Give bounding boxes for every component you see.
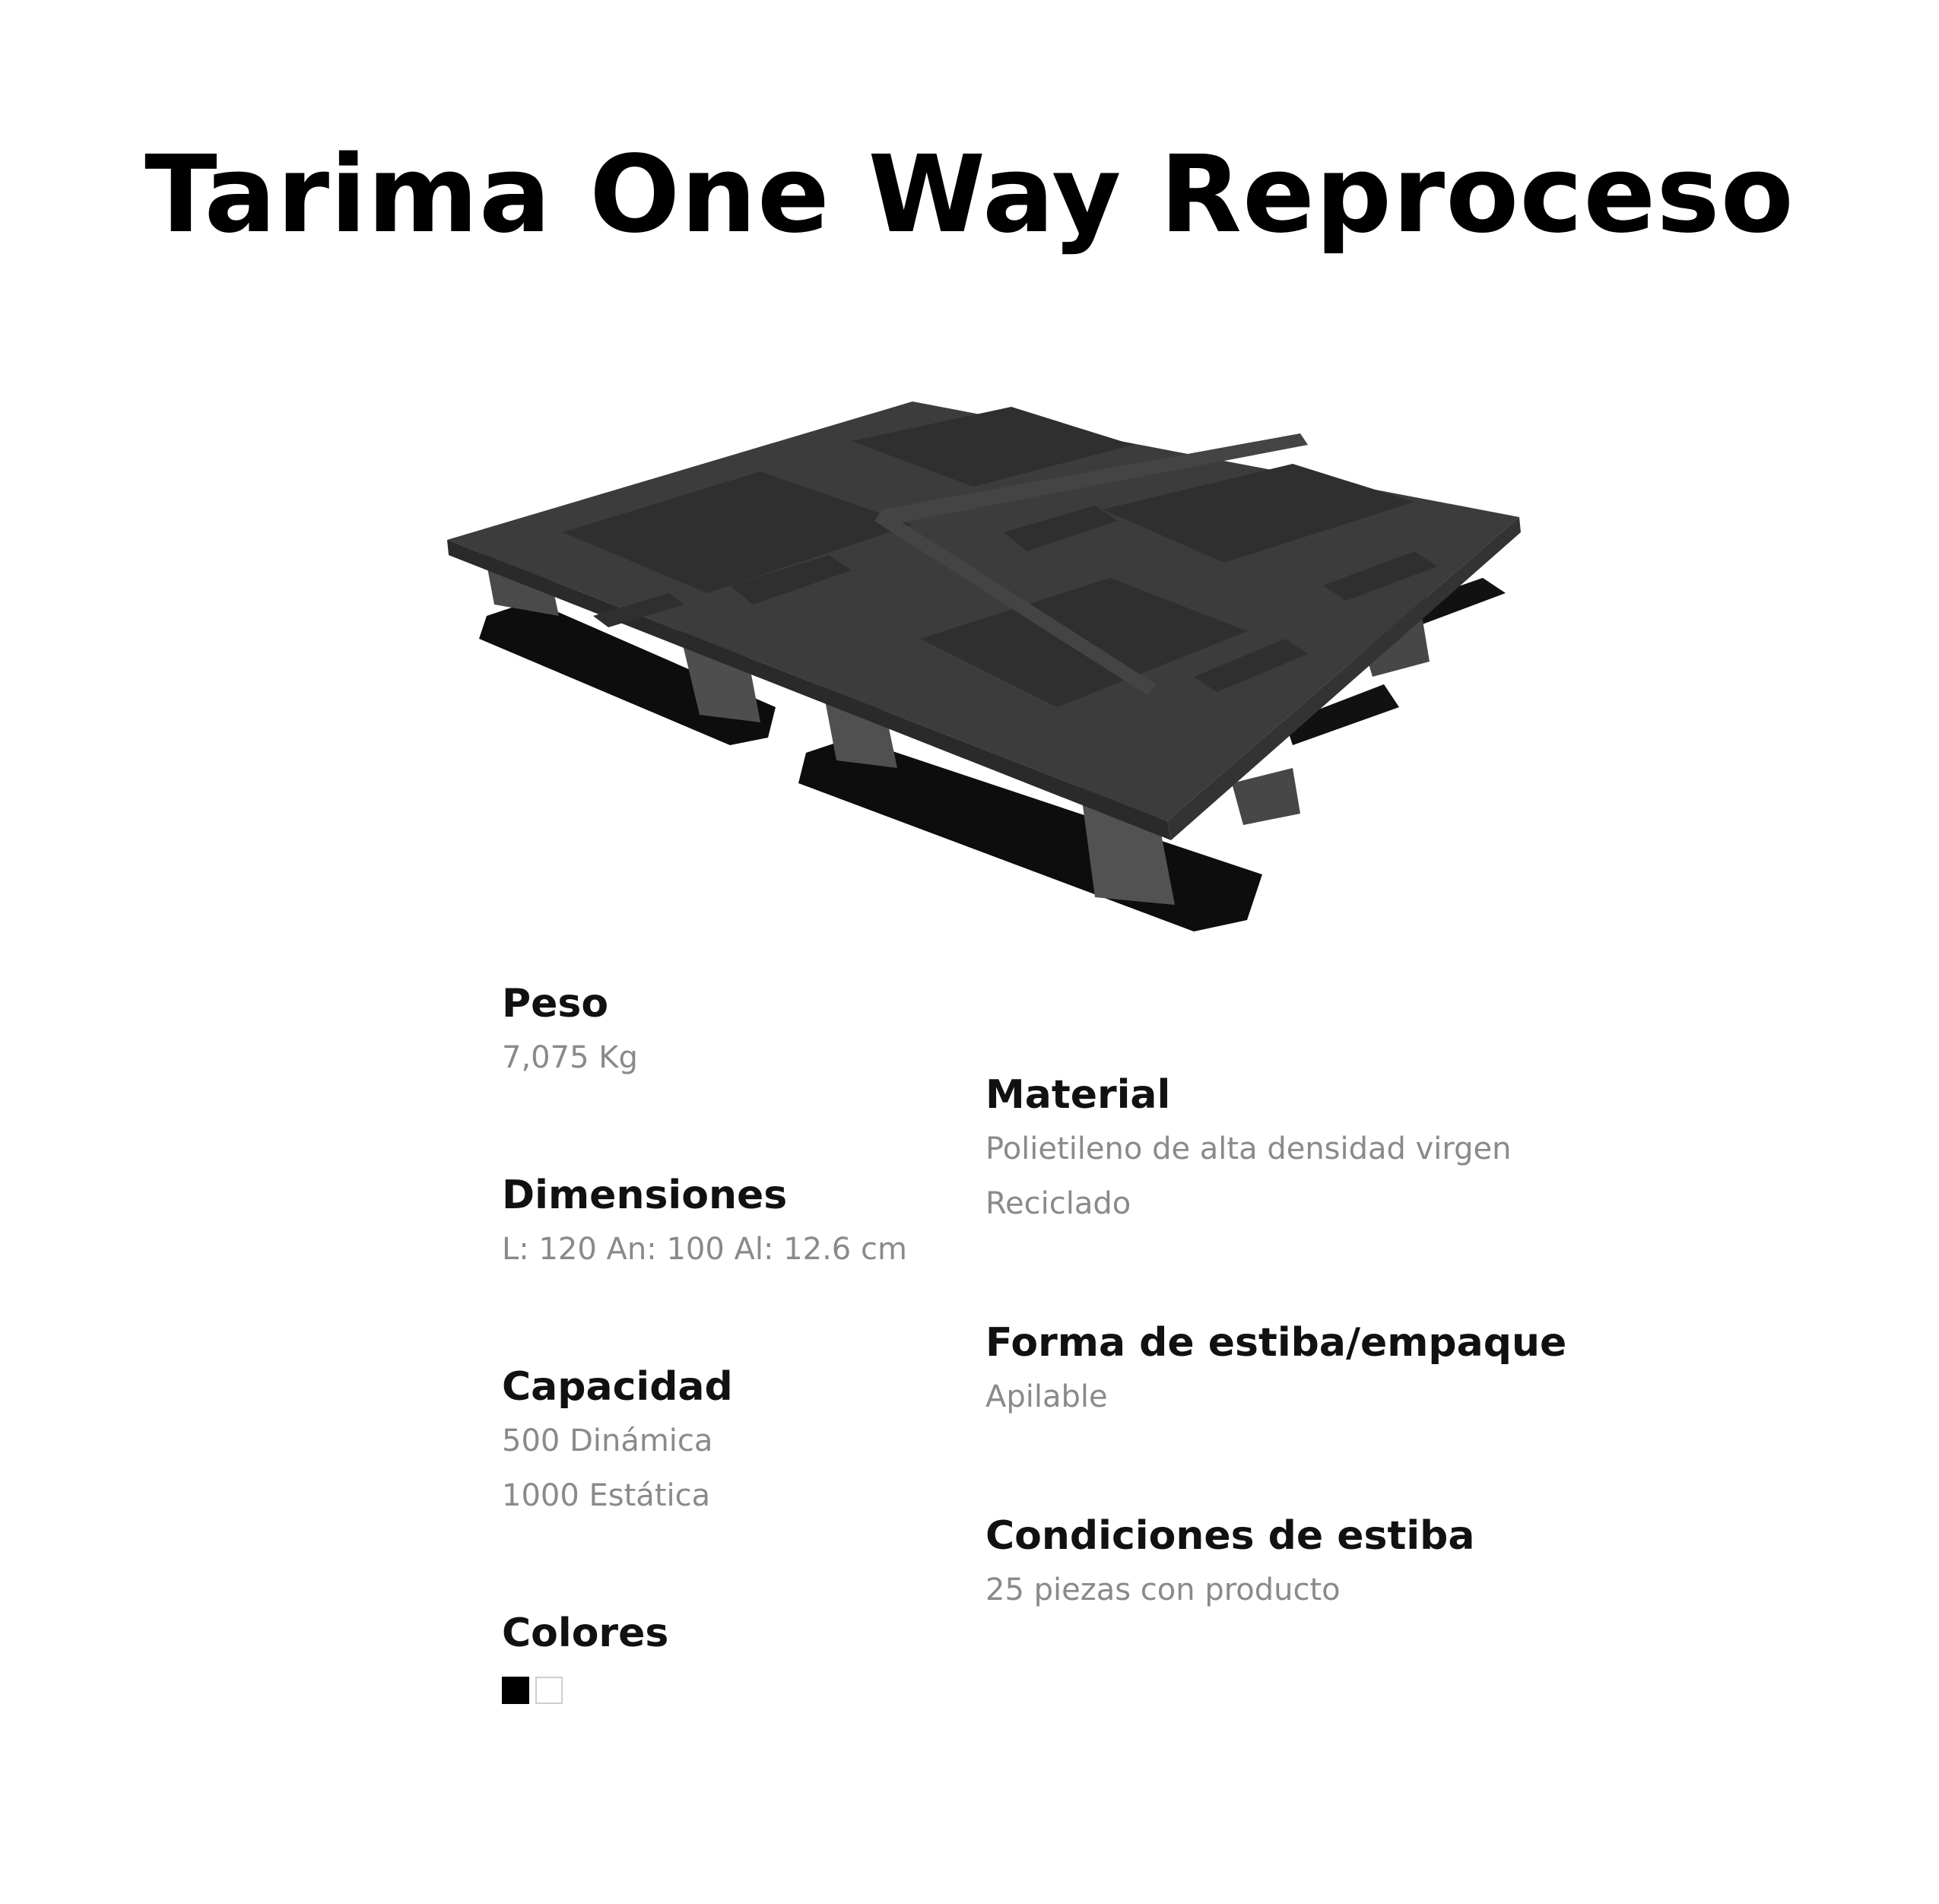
spec-heading: Dimensiones bbox=[502, 1173, 788, 1218]
color-swatch-white[interactable] bbox=[535, 1677, 563, 1704]
spec-material: Material Polietileno de alta densidad vi… bbox=[985, 1068, 1746, 1231]
spec-value: 25 piezas con producto bbox=[985, 1572, 1341, 1607]
spec-value: 7,075 Kg bbox=[502, 1040, 638, 1075]
plastic-pallet-image bbox=[447, 401, 1521, 931]
spec-value: Reciclado bbox=[985, 1186, 1131, 1221]
spec-peso: Peso 7,075 Kg bbox=[502, 977, 958, 1085]
spec-value: Polietileno de alta densidad virgen bbox=[985, 1131, 1512, 1166]
page-title: Tarima One Way Reproceso bbox=[144, 132, 1795, 257]
spec-heading: Colores bbox=[502, 1610, 669, 1656]
spec-condiciones-estiba: Condiciones de estiba 25 piezas con prod… bbox=[985, 1509, 1746, 1617]
specs-left-column: Peso 7,075 Kg Dimensiones L: 120 An: 100… bbox=[502, 977, 958, 1788]
color-swatches bbox=[502, 1677, 958, 1704]
specs-right-column: Material Polietileno de alta densidad vi… bbox=[985, 1068, 1746, 1702]
spec-value: 1000 Estática bbox=[502, 1478, 711, 1513]
spec-heading: Condiciones de estiba bbox=[985, 1513, 1475, 1559]
spec-dimensiones: Dimensiones L: 120 An: 100 Al: 12.6 cm bbox=[502, 1169, 958, 1277]
spec-heading: Material bbox=[985, 1072, 1171, 1118]
spec-value: 500 Dinámica bbox=[502, 1423, 713, 1458]
spec-forma-estiba: Forma de estiba/empaque Apilable bbox=[985, 1316, 1746, 1424]
color-swatch-black[interactable] bbox=[502, 1677, 529, 1704]
spec-heading: Forma de estiba/empaque bbox=[985, 1320, 1567, 1366]
spec-colores: Colores bbox=[502, 1607, 958, 1704]
spec-heading: Peso bbox=[502, 981, 609, 1027]
spec-capacidad: Capacidad 500 Dinámica 1000 Estática bbox=[502, 1360, 958, 1523]
spec-value: Apilable bbox=[985, 1379, 1108, 1414]
spec-heading: Capacidad bbox=[502, 1364, 733, 1410]
spec-value: L: 120 An: 100 Al: 12.6 cm bbox=[502, 1232, 907, 1267]
